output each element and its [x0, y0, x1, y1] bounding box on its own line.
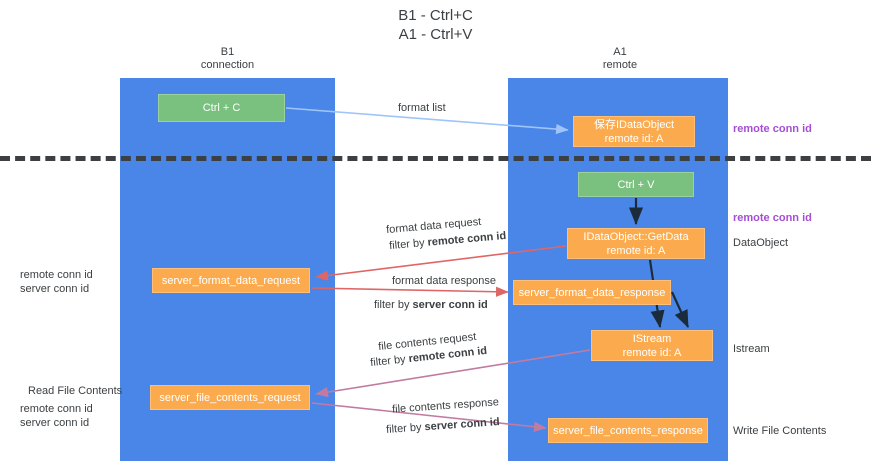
annotation-istream: Istream: [733, 343, 770, 355]
lane-header-b1: B1 connection: [120, 46, 335, 72]
node-ctrl-v[interactable]: Ctrl + V: [578, 172, 694, 197]
node-server-file-contents-response[interactable]: server_file_contents_response: [548, 418, 708, 443]
lane-header-b1-name: B1: [220, 46, 235, 58]
annotation-dataobject: DataObject: [733, 237, 789, 249]
filter-prefix-1: filter by: [388, 237, 426, 253]
node-istream[interactable]: IStream remote id: A: [591, 330, 713, 361]
annotation-remote-conn-id-top: remote conn id: [733, 123, 812, 135]
node-server-format-data-request-label: server_format_data_request: [161, 274, 301, 287]
node-ctrl-c-label: Ctrl + C: [202, 102, 241, 114]
lane-header-a1-name: A1: [613, 46, 627, 58]
edge-label-format-data-response: format data response: [392, 275, 496, 287]
filter-key-server-conn-id-1: server conn id: [412, 299, 488, 311]
edge-label-filter-server-conn-id-1: filter by server conn id: [374, 298, 488, 312]
title-line-2: A1 - Ctrl+V: [398, 26, 473, 43]
node-server-file-contents-request[interactable]: server_file_contents_request: [150, 385, 310, 410]
filter-prefix-2: filter by: [374, 299, 410, 311]
edge-label-format-list: format list: [398, 102, 446, 114]
annotation-left-remote-conn-id-1: remote conn id: [20, 269, 93, 281]
page-title: B1 - Ctrl+C A1 - Ctrl+V: [0, 6, 871, 44]
node-idataobject-getdata[interactable]: IDataObject::GetData remote id: A: [567, 228, 705, 259]
filter-prefix-3: filter by: [369, 353, 407, 370]
node-save-idataobject[interactable]: 保存IDataObject remote id: A: [573, 116, 695, 147]
node-server-format-data-request[interactable]: server_format_data_request: [152, 268, 310, 293]
filter-key-server-conn-id-2: server conn id: [424, 416, 501, 434]
filter-key-remote-conn-id-1: remote conn id: [427, 229, 507, 249]
annotation-left-server-conn-id-2: server conn id: [20, 417, 90, 429]
annotation-left-remote-conn-id-2: remote conn id: [20, 403, 93, 415]
annotation-remote-conn-id-mid: remote conn id: [733, 212, 812, 224]
edge-label-filter-server-conn-id-2: filter by server conn id: [386, 415, 500, 437]
node-ctrl-v-label: Ctrl + V: [617, 178, 655, 191]
node-idataobject-getdata-label: IDataObject::GetData: [583, 230, 689, 243]
annotation-read-file-contents: Read File Contents: [28, 385, 123, 397]
lane-header-a1: A1 remote: [510, 46, 730, 72]
annotation-left-server-conn-id-1: server conn id: [20, 283, 90, 295]
node-ctrl-c[interactable]: Ctrl + C: [158, 94, 285, 122]
node-istream-subtitle: remote id: A: [622, 346, 682, 359]
node-istream-label: IStream: [632, 332, 672, 345]
title-line-1: B1 - Ctrl+C: [398, 7, 473, 24]
node-server-format-data-response-label: server_format_data_response: [518, 286, 666, 299]
annotation-write-file-contents: Write File Contents: [733, 425, 827, 437]
lane-header-b1-role: connection: [200, 59, 255, 71]
node-idataobject-getdata-subtitle: remote id: A: [606, 244, 666, 257]
annotation-left-conn-ids-lower: remote conn id server conn id: [20, 402, 93, 430]
node-save-idataobject-subtitle: remote id: A: [604, 132, 664, 145]
edge-label-file-contents-response: file contents response: [391, 396, 500, 416]
lane-header-a1-role: remote: [602, 59, 638, 71]
node-save-idataobject-label: 保存IDataObject: [593, 118, 675, 131]
node-server-file-contents-request-label: server_file_contents_request: [159, 391, 301, 404]
annotation-left-conn-ids-upper: remote conn id server conn id: [20, 268, 93, 296]
node-server-file-contents-response-label: server_file_contents_response: [553, 424, 703, 437]
node-server-format-data-response[interactable]: server_format_data_response: [513, 280, 671, 305]
phase-divider: [0, 156, 871, 161]
filter-prefix-4: filter by: [385, 421, 422, 436]
